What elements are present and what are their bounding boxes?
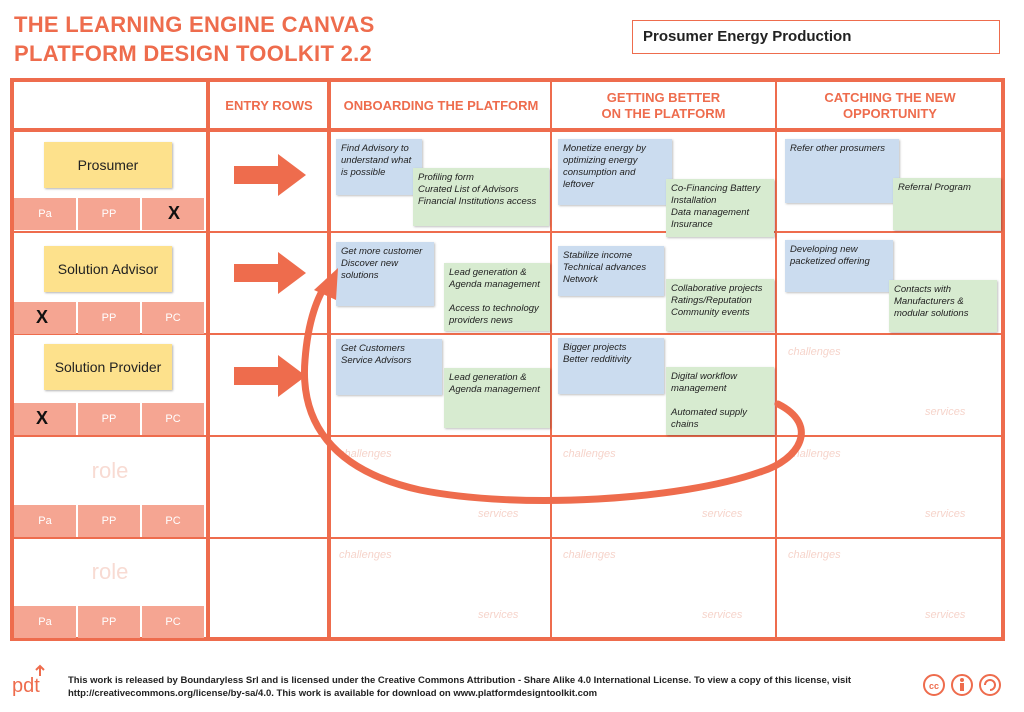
title-line-1: THE LEARNING ENGINE CANVAS	[14, 12, 375, 37]
header-divider	[10, 128, 1005, 132]
role-card-solution-provider[interactable]: Solution Provider	[44, 344, 172, 390]
cc-icon: cc	[923, 674, 945, 696]
role-tag-pp[interactable]: PP	[78, 606, 140, 638]
cross-mark: X	[36, 307, 49, 327]
col-head-better-2: ON THE PLATFORM	[601, 106, 726, 121]
services-placeholder: services	[925, 508, 966, 520]
role-tag-pp[interactable]: PP	[78, 198, 140, 230]
role-placeholder[interactable]: role	[91, 559, 129, 584]
col-head-better-1: GETTING BETTER	[606, 90, 721, 105]
role-tag-pp[interactable]: PP	[78, 505, 140, 537]
role-column-divider	[206, 78, 210, 641]
sticky-note-service[interactable]: Lead generation & Agenda management Acce…	[444, 263, 550, 331]
sticky-note-challenge[interactable]: Find Advisory to understand what is poss…	[336, 139, 422, 195]
creative-commons-icons: cc	[923, 674, 1001, 696]
license-line-1: This work is released by Boundaryless Sr…	[68, 675, 852, 686]
sticky-note-service[interactable]: Contacts with Manufacturers & modular so…	[889, 280, 997, 332]
onboarding-column-divider	[550, 78, 552, 641]
project-name-box[interactable]: Prosumer Energy Production	[632, 20, 1000, 54]
cross-mark: X	[36, 408, 49, 428]
services-placeholder: services	[478, 609, 519, 621]
sticky-note-service[interactable]: Digital workflow management Automated su…	[666, 367, 774, 435]
sticky-note-service[interactable]: Co-Financing Battery Installation Data m…	[666, 179, 774, 237]
challenges-placeholder: challenges	[339, 448, 392, 460]
role-tag-pc[interactable]: PC	[142, 505, 204, 537]
role-tag-pc[interactable]: PC	[142, 606, 204, 638]
attribution-icon	[951, 674, 973, 696]
role-tag-pp[interactable]: PP	[78, 302, 140, 334]
sticky-note-service[interactable]: Referral Program	[893, 178, 1001, 230]
row-divider-4	[10, 537, 1005, 539]
project-name: Prosumer Energy Production	[643, 28, 852, 45]
sticky-note-service[interactable]: Lead generation & Agenda management	[444, 368, 550, 428]
sticky-note-challenge[interactable]: Get more customer Discover new solutions	[336, 242, 434, 306]
role-card-prosumer[interactable]: Prosumer	[44, 142, 172, 188]
role-tag-pc[interactable]	[142, 198, 204, 230]
sticky-note-challenge[interactable]: Get Customers Service Advisors	[336, 339, 442, 395]
services-placeholder: services	[925, 609, 966, 621]
sticky-note-challenge[interactable]: Developing new packetized offering	[785, 240, 893, 292]
license-text: This work is released by Boundaryless Sr…	[68, 674, 868, 700]
row-divider-1	[10, 231, 1005, 233]
cross-mark: X	[168, 203, 181, 223]
col-head-entry: ENTRY ROWS	[225, 98, 313, 113]
role-tag-pp[interactable]: PP	[78, 403, 140, 435]
role-tag-pa[interactable]: Pa	[14, 505, 76, 537]
challenges-placeholder: challenges	[563, 448, 616, 460]
entry-arrow-icon	[234, 355, 306, 397]
logo-text: pdt	[12, 675, 40, 697]
challenges-placeholder: challenges	[339, 549, 392, 561]
better-column-divider	[775, 78, 777, 641]
entry-column-divider	[327, 78, 331, 641]
services-placeholder: services	[925, 406, 966, 418]
entry-arrow-icon	[234, 252, 306, 294]
sticky-note-challenge[interactable]: Stabilize income Technical advances Netw…	[558, 246, 664, 296]
services-placeholder: services	[478, 508, 519, 520]
svg-text:cc: cc	[929, 681, 939, 691]
share-alike-icon	[979, 674, 1001, 696]
challenges-placeholder: challenges	[563, 549, 616, 561]
role-tag-pc[interactable]: PC	[142, 403, 204, 435]
row-divider-3	[10, 435, 1005, 437]
role-placeholder[interactable]: role	[91, 458, 129, 483]
col-head-catching: CATCHING THE NEW OPPORTUNITY	[777, 90, 1003, 122]
role-tag-pa[interactable]	[14, 302, 76, 334]
sticky-note-challenge[interactable]: Refer other prosumers	[785, 139, 899, 203]
sticky-note-service[interactable]: Collaborative projects Ratings/Reputatio…	[666, 279, 774, 331]
col-head-better: GETTING BETTER ON THE PLATFORM	[552, 90, 775, 122]
sticky-note-service[interactable]: Profiling form Curated List of Advisors …	[413, 168, 549, 226]
role-tag-pc[interactable]: PC	[142, 302, 204, 334]
title-line-2: PLATFORM DESIGN TOOLKIT 2.2	[14, 41, 373, 66]
sticky-note-challenge[interactable]: Monetize energy by optimizing energy con…	[558, 139, 672, 205]
role-tag-pa[interactable]	[14, 403, 76, 435]
pdt-logo-icon: pdt	[12, 664, 45, 697]
services-placeholder: services	[702, 609, 743, 621]
services-placeholder: services	[702, 508, 743, 520]
role-tag-pa[interactable]: Pa	[14, 606, 76, 638]
col-head-catching-1: CATCHING THE NEW	[824, 90, 956, 105]
role-tag-pa[interactable]: Pa	[14, 198, 76, 230]
role-card-solution-advisor[interactable]: Solution Advisor	[44, 246, 172, 292]
challenges-placeholder: challenges	[788, 448, 841, 460]
canvas-title: THE LEARNING ENGINE CANVAS PLATFORM DESI…	[14, 10, 375, 68]
challenges-placeholder: challenges	[788, 549, 841, 561]
entry-arrow-icon	[234, 154, 306, 196]
col-head-catching-2: OPPORTUNITY	[843, 106, 937, 121]
col-head-onboarding: ONBOARDING THE PLATFORM	[343, 98, 539, 113]
sticky-note-challenge[interactable]: Bigger projects Better redditivity	[558, 338, 664, 394]
challenges-placeholder: challenges	[788, 346, 841, 358]
license-line-2: http://creativecommons.org/license/by-sa…	[68, 688, 598, 699]
